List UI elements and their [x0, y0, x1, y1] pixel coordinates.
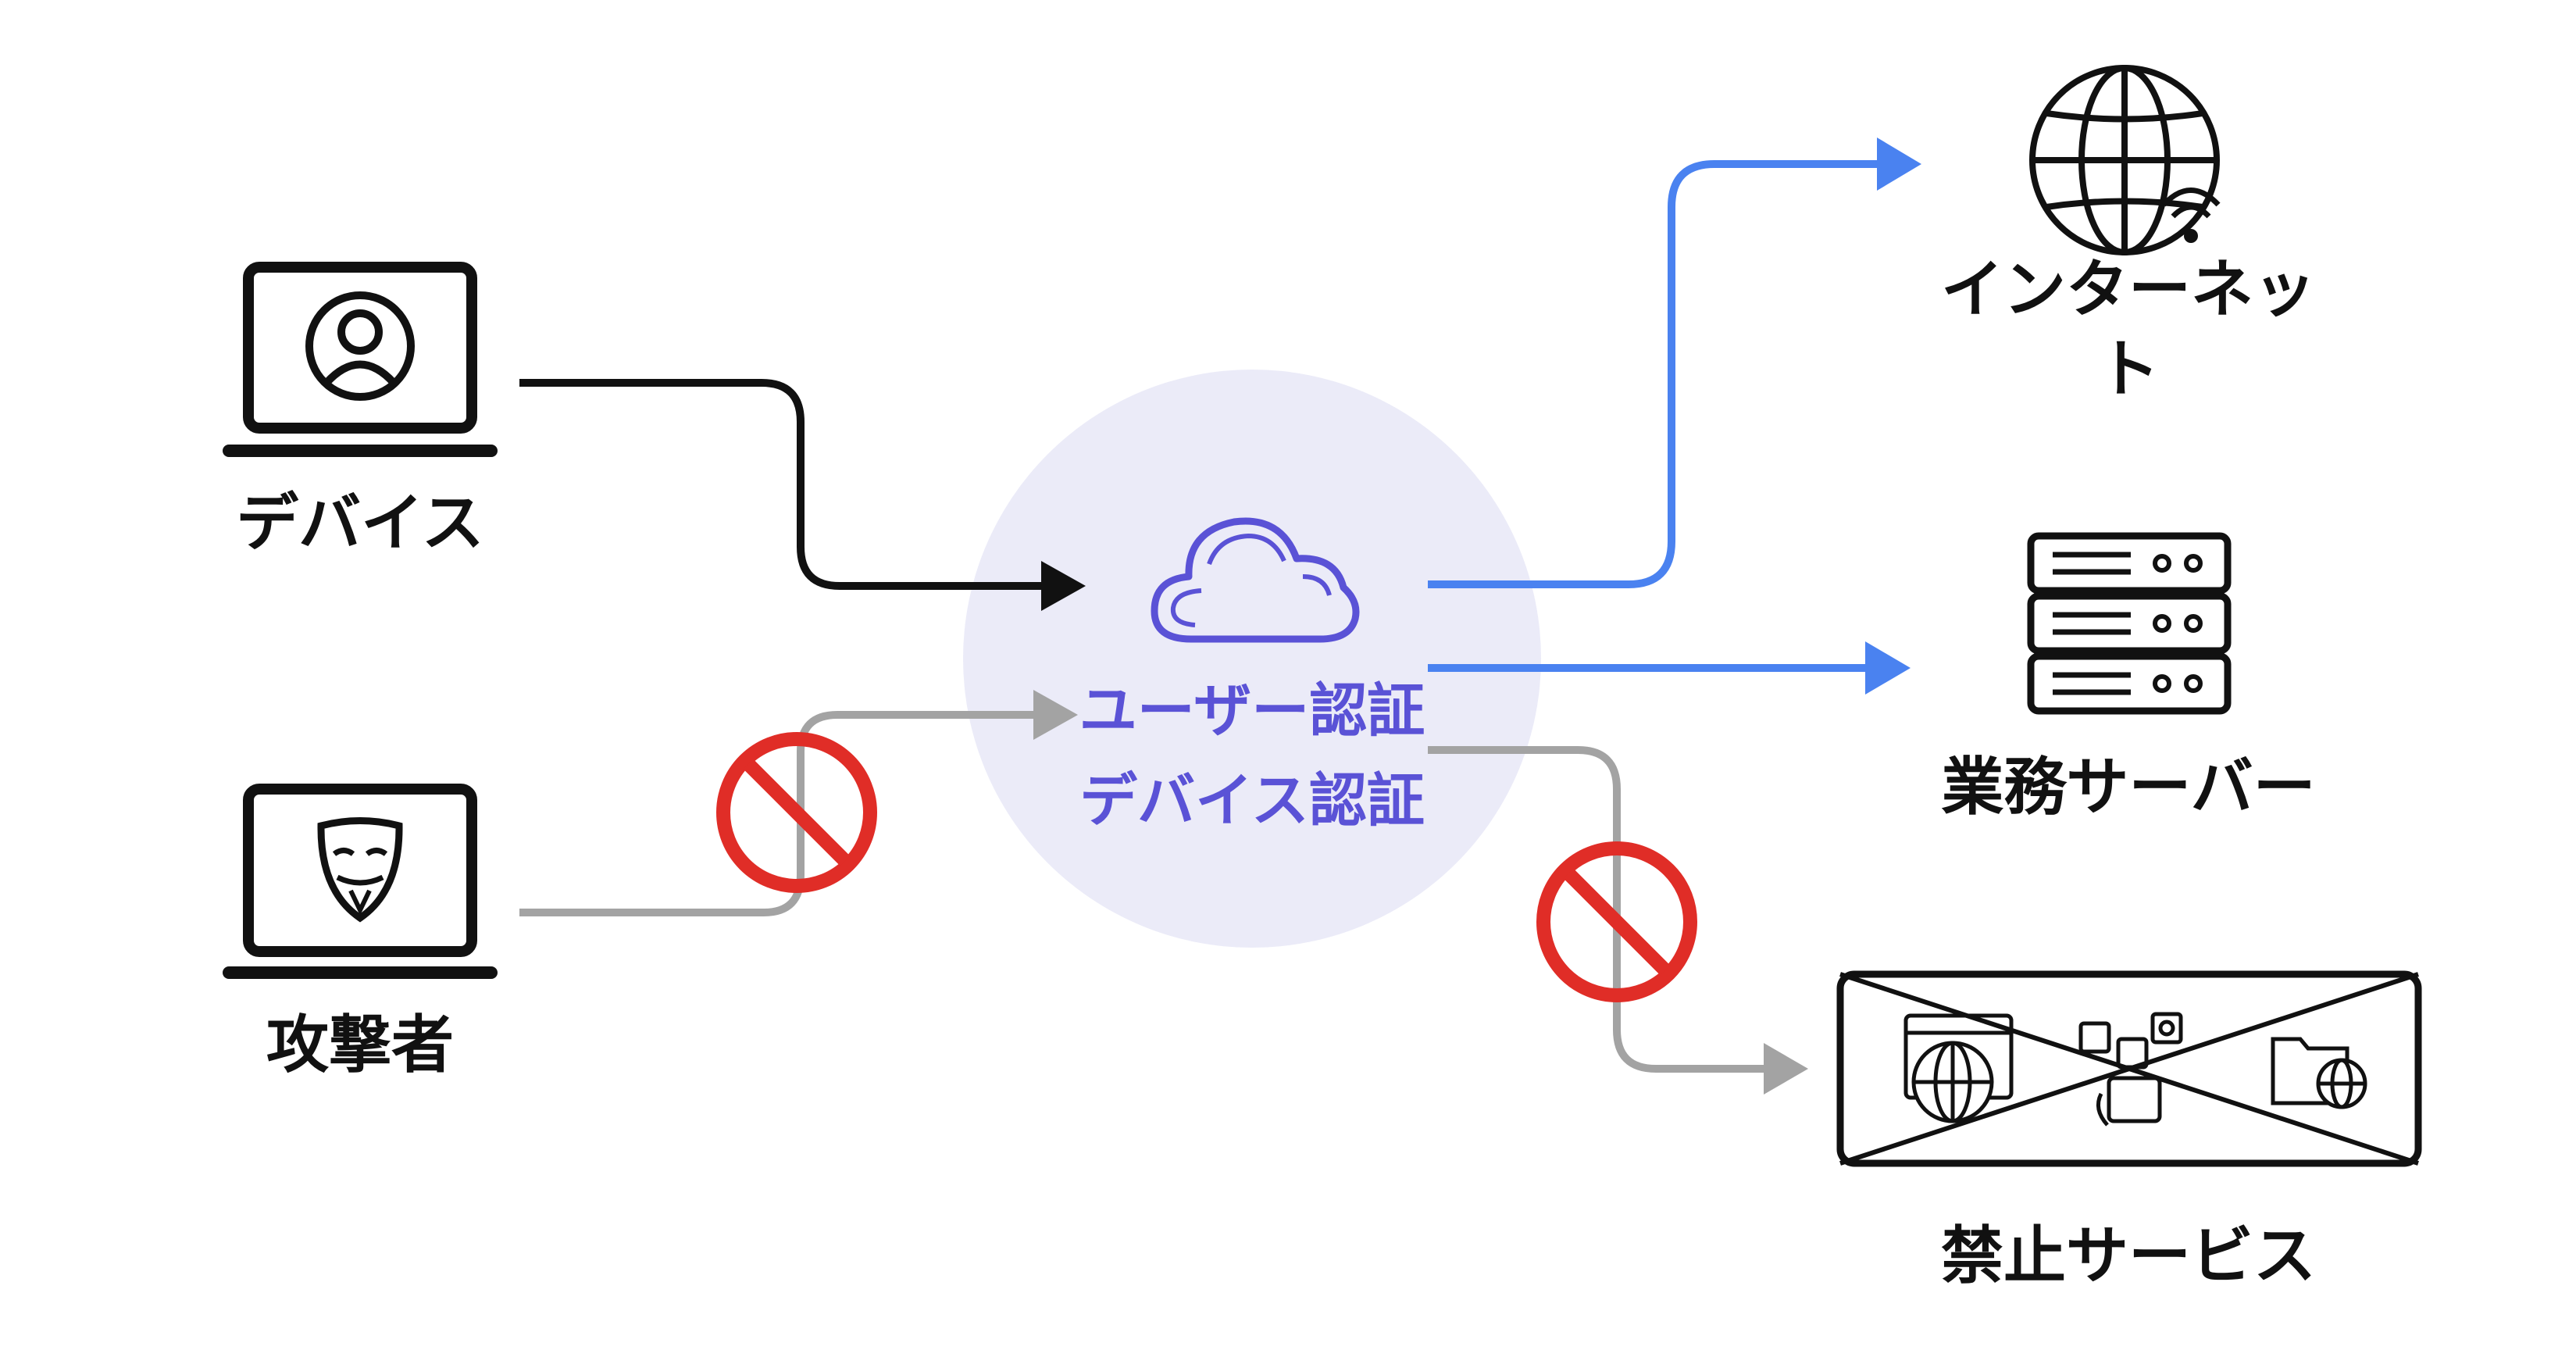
browser-globe-icon	[1903, 1013, 2014, 1123]
attacker-label: 攻撃者	[266, 1009, 454, 1081]
hub-to-internet-arrow	[1428, 138, 1921, 588]
server-rack-icon	[2027, 532, 2232, 715]
auth-hub: ユーザー認証 デバイス認証	[1079, 517, 1425, 834]
hub-label-user-auth: ユーザー認証	[1079, 677, 1425, 745]
folder-globe-icon	[2271, 1037, 2367, 1109]
device-label: デバイス	[236, 487, 484, 559]
hub-label-device-auth: デバイス認証	[1079, 767, 1425, 834]
hacker-mask-laptop-icon	[223, 784, 498, 979]
internet-label-line1: インターネッ	[1941, 253, 2316, 326]
forbidden-node: 禁止サービス	[1836, 970, 2422, 1292]
internet-node: インターネッ ト	[1941, 65, 2316, 405]
internet-label-line2: ト	[2097, 333, 2160, 405]
globe-wifi-icon	[2029, 65, 2221, 255]
hub-to-forbidden-arrow	[1428, 746, 1808, 1095]
device-node: デバイス	[223, 262, 498, 559]
server-label: 業務サーバー	[1941, 751, 2315, 823]
forbidden-services-icon	[1836, 970, 2422, 1167]
attacker-node: 攻撃者	[223, 784, 498, 1081]
auth-hub-circle	[963, 370, 1541, 948]
block-sign-icon	[1536, 841, 1697, 1002]
forbidden-label: 禁止サービス	[1941, 1220, 2316, 1292]
user-laptop-icon	[223, 262, 498, 457]
cloud-icon	[1151, 517, 1360, 643]
social-media-icon	[2078, 1012, 2183, 1127]
server-node: 業務サーバー	[1941, 532, 2316, 823]
block-sign-icon	[716, 732, 877, 893]
hub-to-server-arrow	[1428, 641, 1911, 695]
device-to-hub-arrow	[519, 379, 1086, 611]
